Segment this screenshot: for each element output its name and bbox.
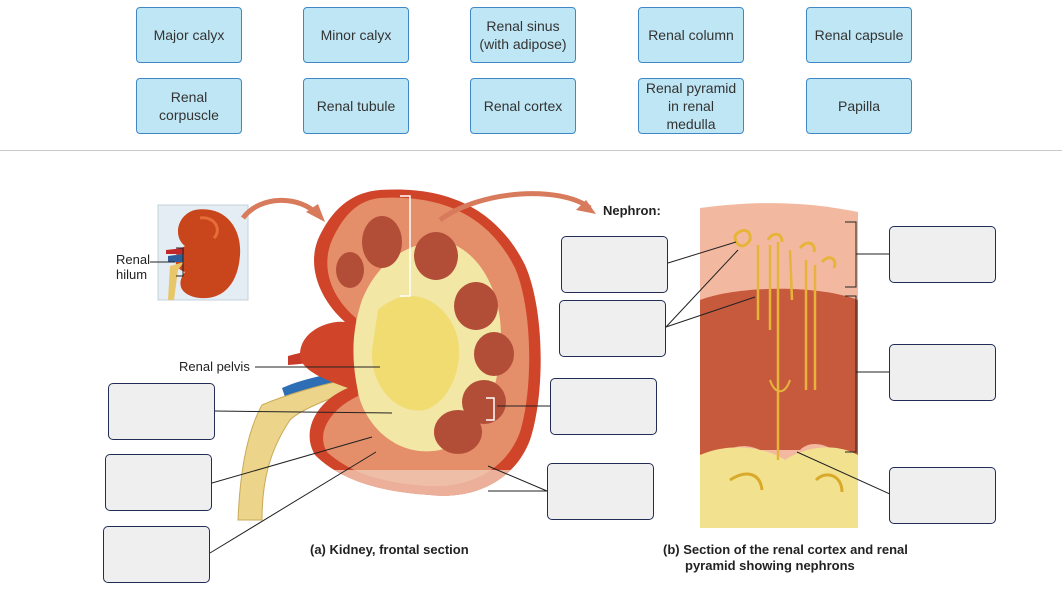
- chip-label: Renal: [170, 89, 208, 105]
- leader-lines: [150, 221, 891, 554]
- kidney-thumbnail: [157, 204, 249, 301]
- divider: [0, 150, 1062, 151]
- dropzone-nephron-1[interactable]: [561, 236, 668, 293]
- chip-renal-corpuscle[interactable]: Renal corpuscle: [136, 78, 242, 134]
- chip-label: Minor calyx: [320, 27, 392, 43]
- arrowhead: [306, 204, 325, 222]
- renal-hilum-line: Renal: [116, 252, 150, 267]
- chip-renal-cortex[interactable]: Renal cortex: [470, 78, 576, 134]
- renal-hilum-line: hilum: [116, 267, 148, 282]
- dropzone-kidney-right-2[interactable]: [547, 463, 654, 520]
- kidney-section: [300, 189, 541, 496]
- dropzone-section-right-2[interactable]: [889, 344, 996, 401]
- term-bank: Major calyx Minor calyx Renal sinus (wit…: [0, 0, 1062, 150]
- chip-label: Renal column: [648, 27, 734, 43]
- chip-major-calyx[interactable]: Major calyx: [136, 7, 242, 63]
- chip-papilla[interactable]: Papilla: [806, 78, 912, 134]
- renal-pelvis-label: Renal pelvis: [179, 359, 250, 374]
- caption-b-line: (b) Section of the renal cortex and rena…: [663, 542, 908, 557]
- chip-renal-pyramid[interactable]: Renal pyramid in renal medulla: [638, 78, 744, 134]
- chip-label: corpuscle: [159, 107, 219, 123]
- chip-renal-sinus[interactable]: Renal sinus (with adipose): [470, 7, 576, 63]
- caption-b: (b) Section of the renal cortex and rena…: [663, 542, 908, 574]
- chip-renal-capsule[interactable]: Renal capsule: [806, 7, 912, 63]
- chip-label: (with adipose): [479, 36, 567, 52]
- chip-label: Renal sinus: [486, 18, 560, 34]
- chip-label: Renal pyramid: [645, 80, 737, 96]
- renal-hilum-label: Renal hilum: [116, 252, 150, 282]
- arrow-to-kidney: [240, 197, 320, 220]
- chip-label: Renal tubule: [316, 98, 396, 114]
- chip-label: Renal capsule: [814, 27, 904, 43]
- arrowhead: [576, 200, 596, 214]
- chip-label: Papilla: [837, 98, 881, 114]
- dropzone-nephron-2[interactable]: [559, 300, 666, 357]
- dropzone-left-2[interactable]: [105, 454, 212, 511]
- chip-minor-calyx[interactable]: Minor calyx: [303, 7, 409, 63]
- chip-renal-column[interactable]: Renal column: [638, 7, 744, 63]
- dropzone-section-right-3[interactable]: [889, 467, 996, 524]
- caption-a: (a) Kidney, frontal section: [310, 542, 469, 557]
- dropzone-section-right-1[interactable]: [889, 226, 996, 283]
- chip-label: Major calyx: [153, 27, 225, 43]
- chip-label: Renal cortex: [483, 98, 563, 114]
- chip-label: in renal: [668, 98, 714, 114]
- caption-b-line: pyramid showing nephrons: [685, 558, 855, 573]
- chip-renal-tubule[interactable]: Renal tubule: [303, 78, 409, 134]
- dropzone-left-1[interactable]: [108, 383, 215, 440]
- dropzone-left-3[interactable]: [103, 526, 210, 583]
- arrow-to-section: [438, 191, 592, 223]
- cortex-pyramid-section: [700, 203, 858, 528]
- nephron-label: Nephron:: [603, 203, 661, 218]
- dropzone-kidney-right-1[interactable]: [550, 378, 657, 435]
- chip-label: medulla: [666, 116, 716, 132]
